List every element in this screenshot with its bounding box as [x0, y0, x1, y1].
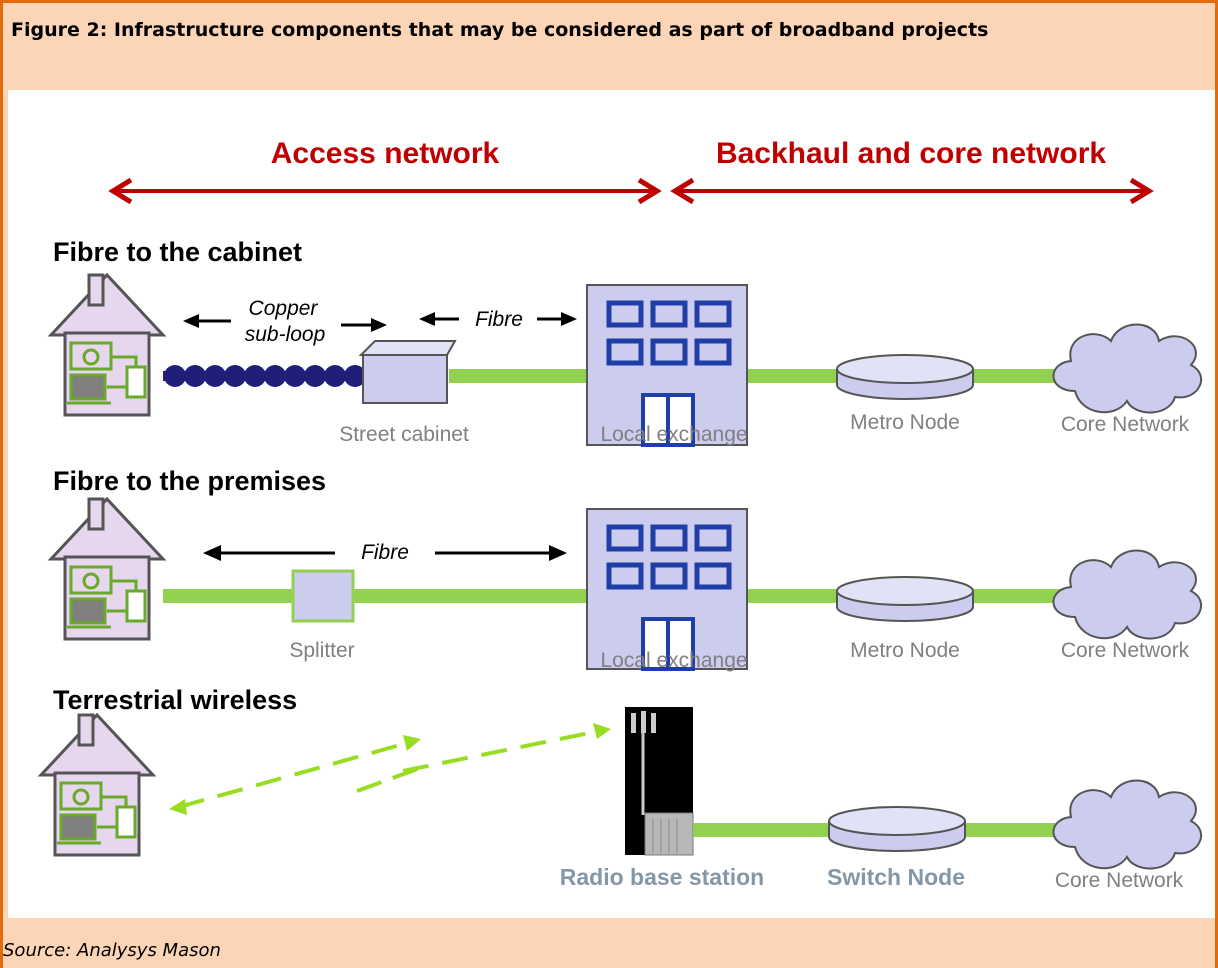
street-cabinet-label: Street cabinet	[339, 423, 469, 446]
fttc-local-exchange-label: Local exchange	[600, 423, 747, 446]
fttc-heading: Fibre to the cabinet	[53, 237, 302, 267]
fttp-fibre-label: Fibre	[361, 541, 409, 564]
street-cabinet-icon	[358, 340, 457, 404]
wireless-house-icon	[39, 713, 155, 857]
figure-title: Figure 2: Infrastructure components that…	[11, 19, 989, 41]
fttc-local-exchange-icon	[587, 285, 747, 445]
fttp-core-network-label: Core Network	[1061, 639, 1190, 662]
fttc-core-network-label: Core Network	[1061, 413, 1190, 436]
fttc-fibre-line-3	[963, 369, 1073, 383]
network-diagram: Access network Backhaul and core network…	[39, 137, 1203, 892]
fttp-fibre-line-3	[963, 589, 1073, 603]
fttp-metro-node-icon	[836, 576, 974, 622]
fttc-fibre-line-1	[449, 369, 599, 383]
backhaul-network-label: Backhaul and core network	[716, 137, 1106, 170]
wireless-heading: Terrestrial wireless	[53, 685, 297, 715]
fttc-fibre-label: Fibre	[475, 308, 523, 331]
copper-label-line1: Copper	[249, 297, 319, 320]
fttp-core-network-icon	[1052, 549, 1203, 640]
fttc-core-network-icon	[1052, 323, 1203, 414]
fttc-fibre-line-2	[747, 369, 853, 383]
switch-node-label: Switch Node	[827, 864, 965, 890]
wireless-core-network-icon	[1052, 779, 1203, 870]
wireless-fibre-line-1	[693, 823, 839, 837]
copper-subloop-arrows	[183, 314, 387, 332]
fttc-metro-node-icon	[836, 354, 974, 400]
fttc-fibre-arrows	[419, 312, 577, 326]
copper-subloop-line	[163, 365, 373, 387]
fttp-heading: Fibre to the premises	[53, 466, 326, 496]
access-network-label: Access network	[271, 137, 500, 170]
radio-base-station-label: Radio base station	[560, 864, 764, 890]
splitter-icon	[291, 569, 355, 623]
fttc-metro-node-label: Metro Node	[850, 411, 960, 434]
fttc-house-icon	[49, 273, 165, 417]
fttp-metro-node-label: Metro Node	[850, 639, 960, 662]
backhaul-network-arrow	[670, 177, 1154, 205]
fttp-fibre-line-1	[163, 589, 603, 603]
fttp-fibre-arrows	[203, 545, 567, 561]
switch-node-icon	[828, 806, 966, 852]
wireless-fibre-line-2	[963, 823, 1073, 837]
splitter-label: Splitter	[289, 639, 354, 662]
wireless-link-dashes	[169, 723, 611, 815]
fttp-fibre-line-2	[747, 589, 853, 603]
access-network-arrow	[108, 177, 662, 205]
fttp-house-icon	[49, 497, 165, 641]
copper-label-line2: sub-loop	[245, 323, 326, 346]
diagram-panel: Access network Backhaul and core network…	[8, 90, 1215, 918]
wireless-core-network-label: Core Network	[1055, 869, 1184, 892]
figure-source: Source: Analysys Mason	[3, 940, 221, 961]
fttp-local-exchange-icon	[587, 509, 747, 669]
fttp-local-exchange-label: Local exchange	[600, 649, 747, 672]
radio-base-station-icon	[625, 707, 694, 856]
